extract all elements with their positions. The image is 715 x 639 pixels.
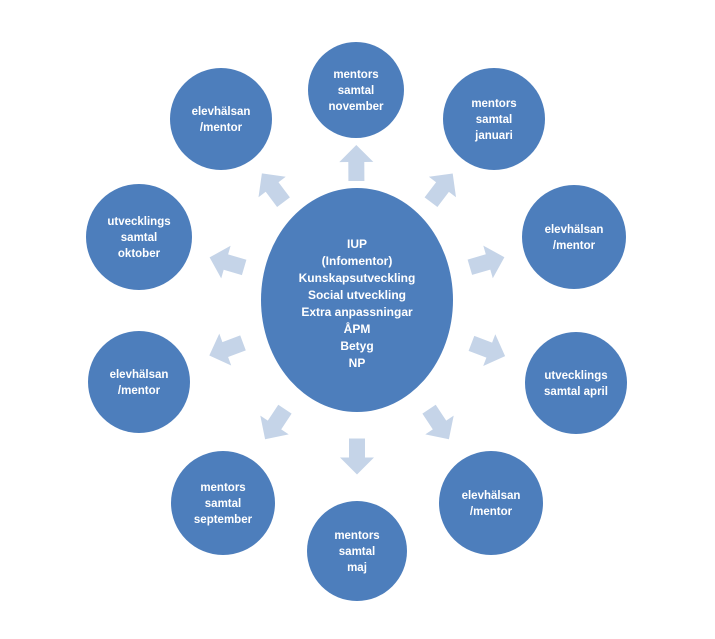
center-line-5: Extra anpassningar xyxy=(301,305,413,319)
node-elevhalsan-mentor-3: elevhälsan/mentor xyxy=(88,331,190,433)
arrow-to-elevhalsan-mentor-4 xyxy=(258,173,290,207)
center-line-4: Social utveckling xyxy=(308,288,406,302)
center-line-2: (Infomentor) xyxy=(322,254,393,268)
node-circle xyxy=(308,42,404,138)
center-line-3: Kunskapsutveckling xyxy=(299,271,416,285)
node-mentors-samtal-september: mentors samtal september xyxy=(171,451,275,555)
center-line-1: IUP xyxy=(347,237,367,251)
node-label: november xyxy=(329,101,384,113)
node-label: /mentor xyxy=(118,385,161,397)
node-label: elevhälsan xyxy=(192,106,251,118)
node-label: mentors xyxy=(334,530,379,542)
node-circle xyxy=(439,451,543,555)
node-label: elevhälsan xyxy=(545,224,604,236)
node-utvecklings-samtal-oktober: utvecklings samtal oktober xyxy=(86,184,192,290)
node-elevhalsan-mentor-4: elevhälsan/mentor xyxy=(170,68,272,170)
arrow-to-elevhalsan-mentor-1 xyxy=(467,245,505,279)
center-text: IUP (Infomentor) KunskapsutvecklingSocial … xyxy=(299,237,416,370)
center-line-6: ÅPM xyxy=(344,321,371,336)
node-circle xyxy=(86,184,192,290)
node-mentors-samtal-maj: mentors samtal maj xyxy=(307,501,407,601)
node-label: elevhälsan xyxy=(462,490,521,502)
node-elevhalsan-mentor-1: elevhälsan/mentor xyxy=(522,185,626,289)
center-line-7: Betyg xyxy=(340,339,373,353)
arrow-to-elevhalsan-mentor-3 xyxy=(209,333,246,366)
node-label: utvecklings xyxy=(107,216,170,228)
node-label: /mentor xyxy=(553,240,596,252)
node-circle xyxy=(88,331,190,433)
node-label: mentors xyxy=(333,69,378,81)
node-circle xyxy=(525,332,627,434)
node-label: mentors xyxy=(471,98,516,110)
node-circle xyxy=(522,185,626,289)
node-mentors-samtal-november: mentors samtal november xyxy=(308,42,404,138)
node-mentors-samtal-januari: mentors samtal januari xyxy=(443,68,545,170)
node-label: oktober xyxy=(118,248,161,260)
node-label: /mentor xyxy=(200,122,243,134)
node-label: samtal xyxy=(339,546,375,558)
arrow-to-mentors-samtal-november xyxy=(339,145,374,181)
center-layer: IUP (Infomentor) KunskapsutvecklingSocial … xyxy=(261,188,453,412)
node-label: elevhälsan xyxy=(110,369,169,381)
node-circle xyxy=(443,68,545,170)
node-circle xyxy=(307,501,407,601)
node-label: samtal xyxy=(121,232,157,244)
node-circle xyxy=(170,68,272,170)
arrows-layer xyxy=(209,145,506,475)
node-label: mentors xyxy=(200,482,245,494)
node-label: samtal xyxy=(338,85,374,97)
center-ellipse xyxy=(261,188,453,412)
center-line-8: NP xyxy=(349,356,366,370)
arrow-to-utvecklings-samtal-oktober xyxy=(209,245,247,279)
arrow-to-mentors-samtal-maj xyxy=(340,438,374,475)
node-label: samtal xyxy=(205,498,241,510)
node-label: september xyxy=(194,514,253,526)
arrow-to-mentors-samtal-januari xyxy=(424,173,456,207)
node-label: samtal xyxy=(476,114,512,126)
arrow-to-utvecklings-samtal-april xyxy=(468,334,506,366)
node-elevhalsan-mentor-2: elevhälsan/mentor xyxy=(439,451,543,555)
node-label: samtal april xyxy=(544,386,608,398)
node-label: maj xyxy=(347,562,367,574)
node-circle xyxy=(171,451,275,555)
nodes-layer: mentors samtal november mentors samtal januar… xyxy=(86,42,627,601)
node-label: /mentor xyxy=(470,506,513,518)
node-utvecklings-samtal-april: utvecklings samtal april xyxy=(525,332,627,434)
node-label: utvecklings xyxy=(544,370,607,382)
arrow-to-mentors-samtal-september xyxy=(260,404,292,440)
arrow-to-elevhalsan-mentor-2 xyxy=(422,404,454,440)
node-label: januari xyxy=(474,130,513,142)
